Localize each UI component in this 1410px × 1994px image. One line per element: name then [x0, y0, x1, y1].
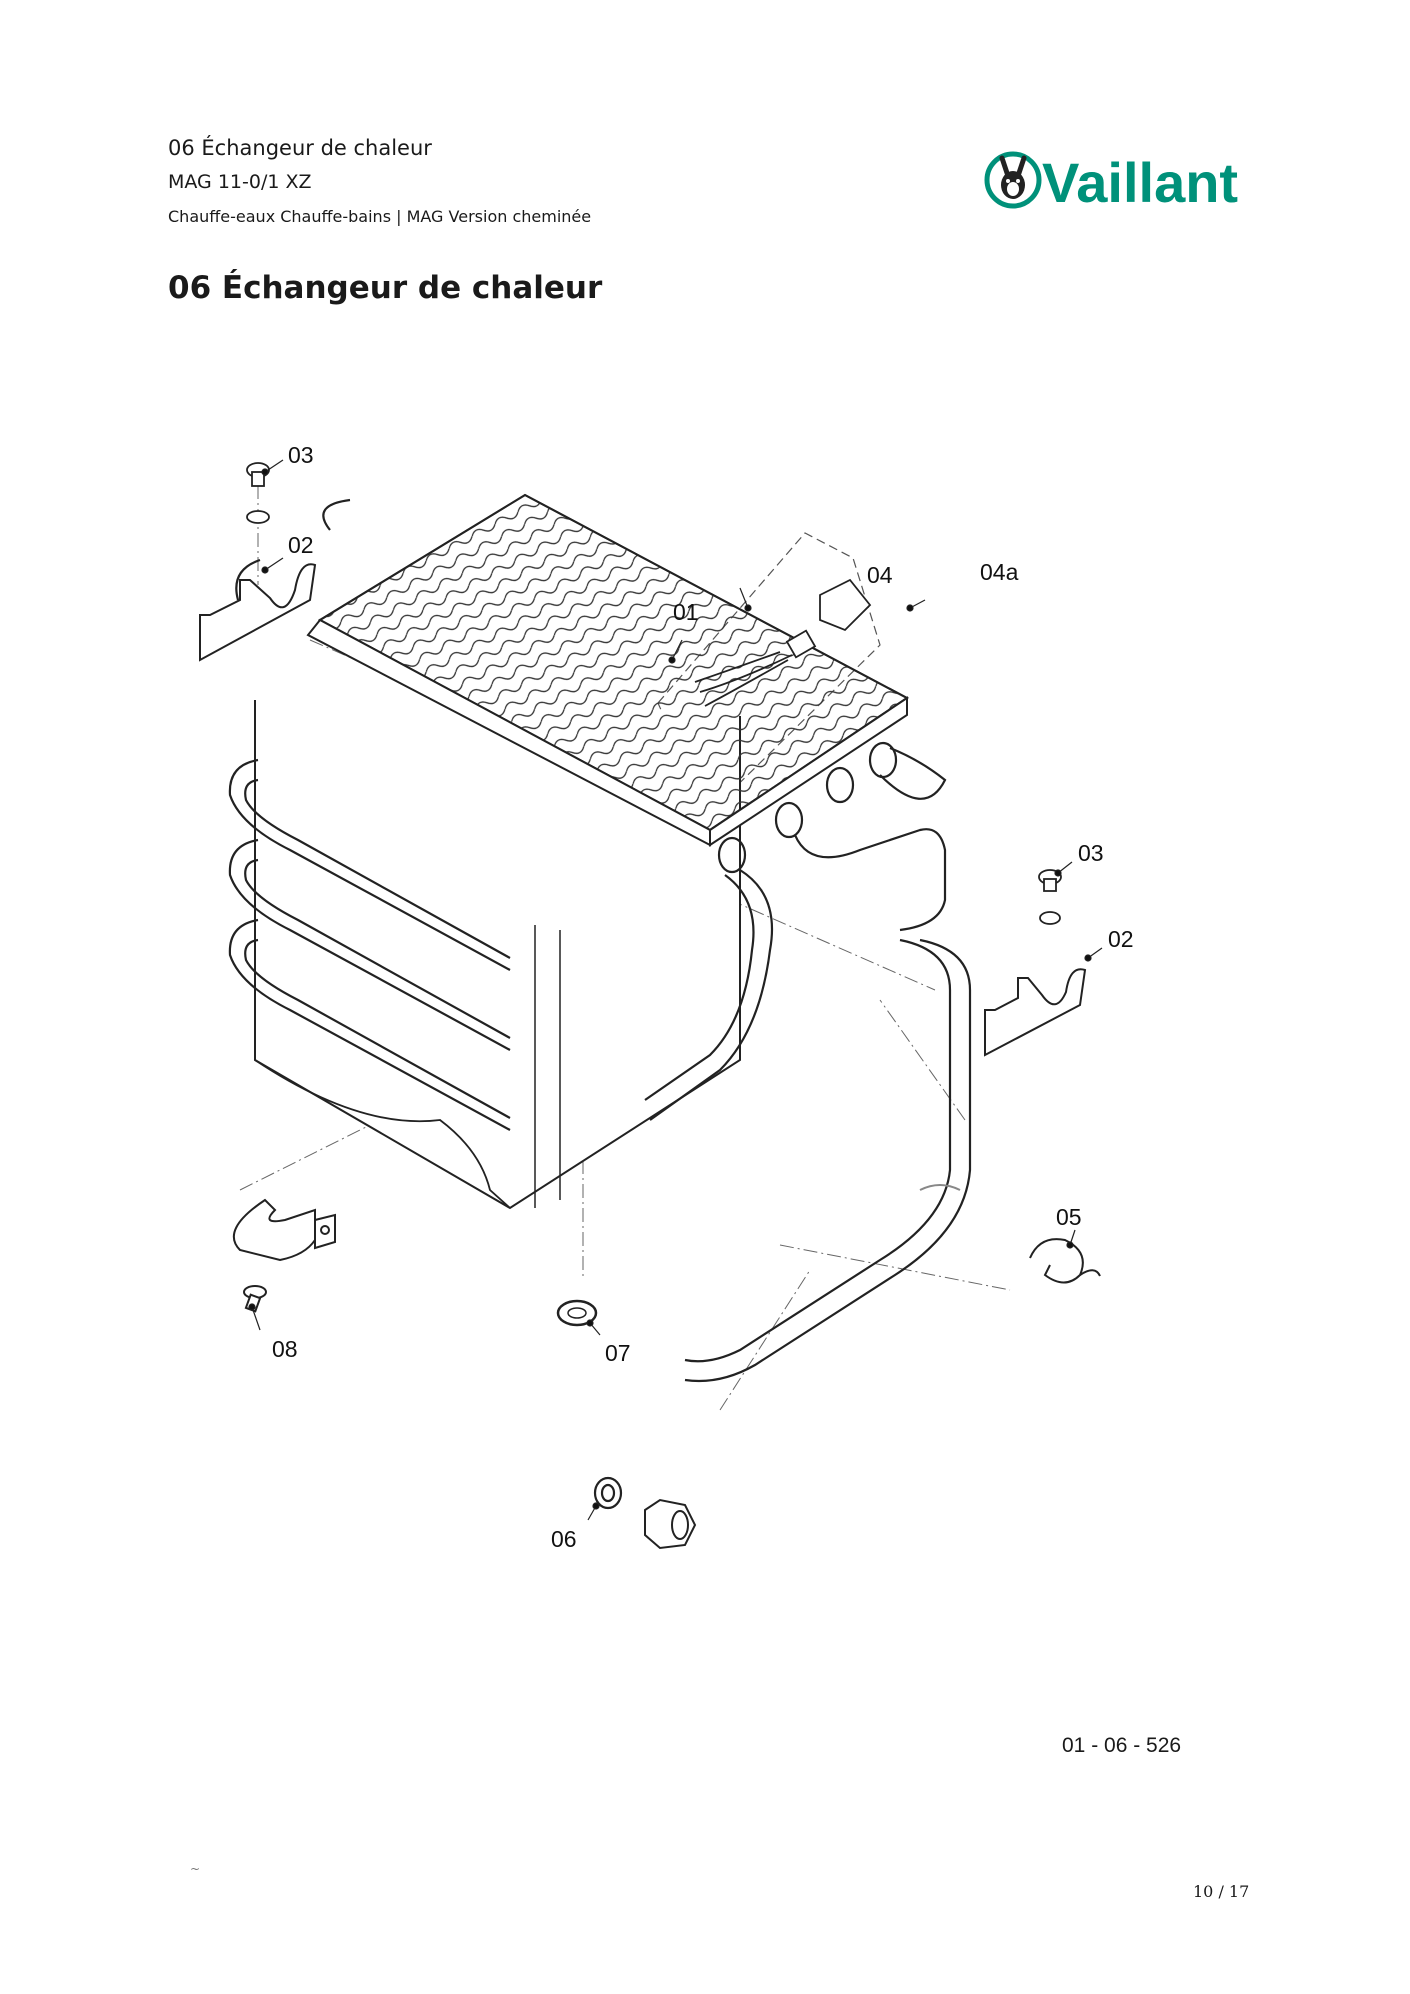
- part-02-right-bracket: [984, 968, 1087, 1057]
- label-01: 01: [673, 599, 699, 625]
- header-section-title: 06 Échangeur de chaleur: [168, 136, 432, 160]
- logo-wordmark: Vaillant: [1042, 151, 1238, 214]
- part-05-clip: [919, 1184, 1101, 1284]
- part-08-clamp: [232, 1198, 336, 1313]
- pipe-union-nut: [644, 1498, 697, 1550]
- page-title: 06 Échangeur de chaleur: [168, 270, 603, 306]
- part-03-right-screw: [1038, 869, 1062, 925]
- label-06: 06: [551, 1526, 577, 1552]
- part-04a-sensor: [694, 578, 872, 707]
- label-08: 08: [272, 1336, 298, 1362]
- part-07-gasket: [556, 1299, 598, 1327]
- leader-lines: [248, 459, 1103, 1521]
- header-model: MAG 11-0/1 XZ: [168, 171, 312, 193]
- label-03-right: 03: [1078, 840, 1104, 866]
- heat-exchanger-body: [228, 493, 972, 1383]
- label-02-top: 02: [288, 532, 314, 558]
- label-03-top: 03: [288, 442, 314, 468]
- vaillant-logo: Vaillant: [984, 151, 1238, 214]
- stray-mark: ~: [190, 1862, 201, 1876]
- part-06-gasket: [593, 1476, 623, 1510]
- exploded-parts-diagram: 03 02 01 04 04a 03 02 05 07 08 06: [199, 442, 1134, 1552]
- page-number: 10 / 17: [1193, 1882, 1250, 1901]
- label-02-right: 02: [1108, 926, 1134, 952]
- drawing-number: 01 - 06 - 526: [1062, 1734, 1182, 1757]
- label-07: 07: [605, 1340, 631, 1366]
- part-02-top-bracket: [199, 563, 317, 662]
- label-04: 04: [867, 562, 893, 588]
- label-05: 05: [1056, 1204, 1082, 1230]
- header-category: Chauffe-eaux Chauffe-bains | MAG Version…: [168, 207, 592, 226]
- rabbit-emblem-icon: [984, 151, 1042, 209]
- label-04a: 04a: [980, 559, 1019, 585]
